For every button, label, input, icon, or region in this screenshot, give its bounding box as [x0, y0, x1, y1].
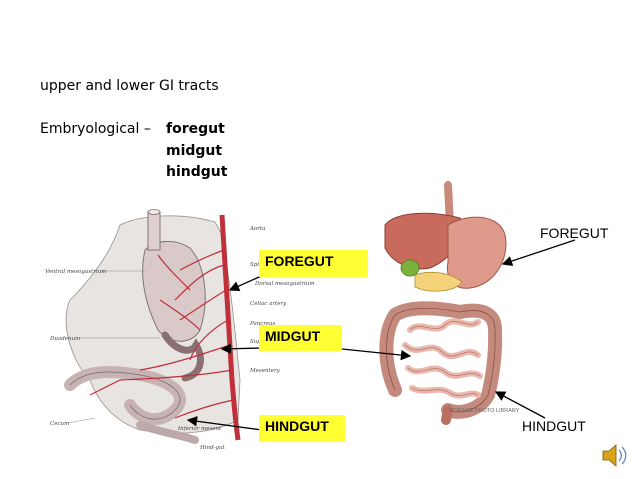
inferior-mesenteric-label: Inferior mesent	[177, 426, 222, 432]
watermark: SCIENCE PHOTO LIBRARY	[449, 408, 520, 414]
right-foregut-label: FOREGUT	[540, 225, 609, 241]
hindgut-term: hindgut	[166, 164, 228, 180]
ventral-mesogastrium-label: Ventral mesogastrium	[45, 269, 106, 275]
mesentery-label: Mesentery	[249, 368, 281, 374]
hindgut-arrow-left	[186, 416, 263, 431]
pancreas-label: Pancreas	[249, 321, 276, 327]
hind-gut-tube	[136, 421, 199, 444]
pancreas-shape	[414, 271, 463, 292]
heading: upper and lower GI tracts	[40, 78, 219, 94]
midgut-box: MIDGUT	[259, 325, 342, 351]
midgut-arrow-right	[341, 348, 412, 361]
celiac-artery-label: Celiac artery	[250, 301, 287, 307]
hindgut-arrow-right	[494, 391, 546, 419]
dorsal-mesogastrium-label: Dorsal mesogastrium	[254, 281, 315, 287]
foregut-arrow-right	[501, 239, 576, 267]
foregut-box: FOREGUT	[259, 250, 368, 277]
duodenum-loop	[161, 331, 204, 382]
cecum-label: Cecum	[50, 421, 69, 427]
hindgut-box: HINDGUT	[259, 415, 345, 442]
embryo-label: Embryological –	[40, 121, 151, 137]
spleen-label: Sple	[250, 262, 263, 268]
right-hindgut-label: HINDGUT	[522, 418, 586, 434]
duodenum-label: Duodenum	[49, 336, 80, 342]
rectum-shape	[441, 405, 453, 425]
aorta-label: Aorta	[249, 226, 265, 232]
gallbladder-shape	[400, 259, 420, 277]
hind-gut-label: Hind-gut	[199, 445, 226, 451]
midgut-term: midgut	[166, 143, 223, 159]
speaker-icon[interactable]	[602, 444, 627, 467]
midgut-arrow-left	[220, 343, 263, 354]
aorta-vessel	[219, 214, 241, 441]
foregut-term: foregut	[166, 121, 225, 137]
